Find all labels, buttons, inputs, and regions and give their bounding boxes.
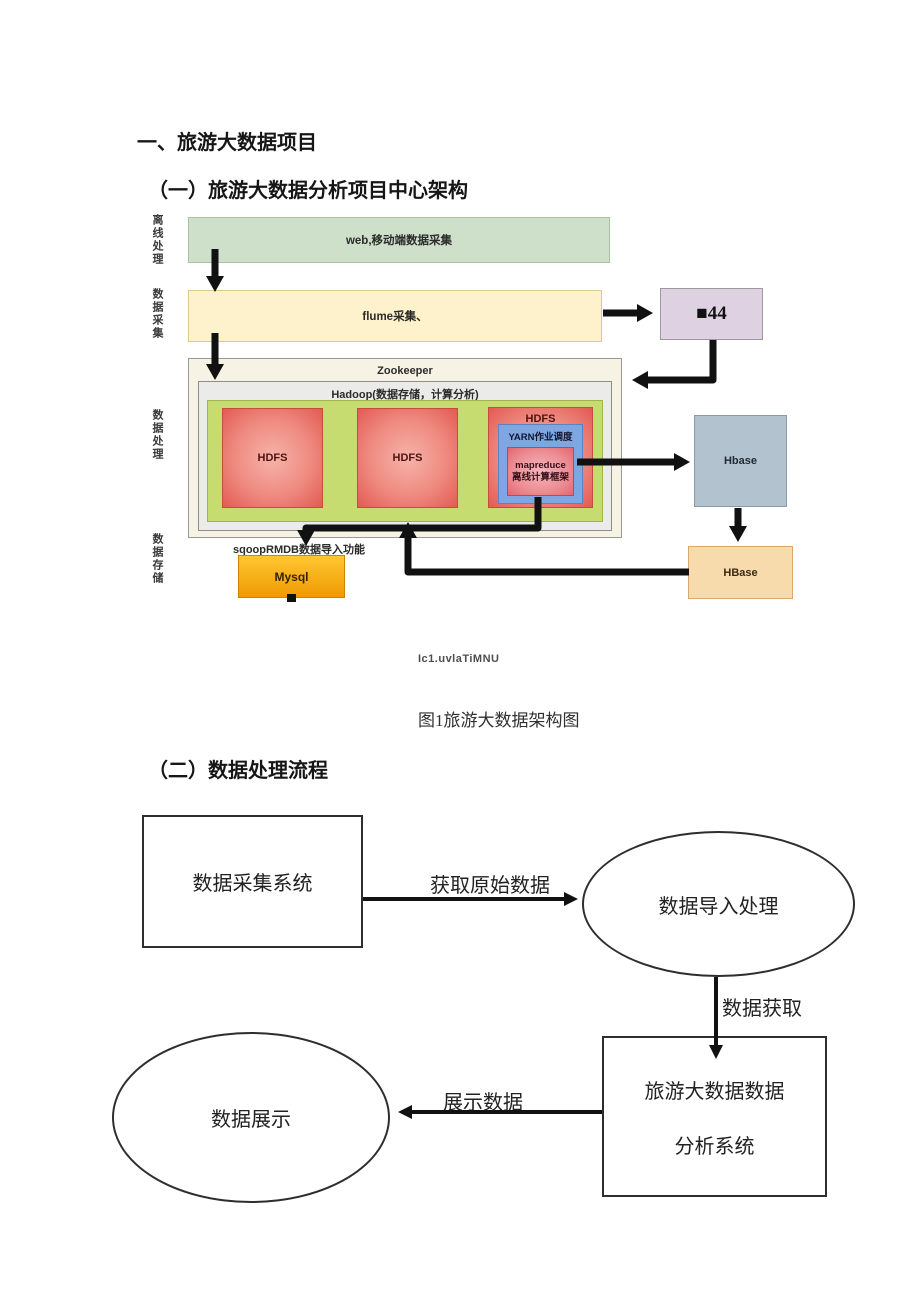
flow-collect-system-box: 数据采集系统 xyxy=(142,815,363,948)
subsection-heading-architecture: （一）旅游大数据分析项目中心架构 xyxy=(148,180,468,202)
row-label-offline-processing: 离线处理 xyxy=(151,214,163,266)
row-label-data-storage: 数据存储 xyxy=(151,533,163,585)
hdfs-node-1: HDFS xyxy=(222,408,323,508)
flow-display-ellipse: 数据展示 xyxy=(112,1032,390,1203)
flow-analysis-system-box: 旅游大数据数据 分析系统 xyxy=(602,1036,827,1197)
flume-box: flume采集、 xyxy=(188,290,602,342)
subsection-heading-dataflow: （二）数据处理流程 xyxy=(148,760,328,782)
mapreduce-line2: 离线计算框架 xyxy=(511,471,569,483)
arrow-queue-to-zookeeper xyxy=(632,340,717,389)
flow-arrow-label-show: 展示数据 xyxy=(443,1092,523,1114)
row-label-data-collection: 数据采集 xyxy=(151,288,163,340)
mysql-box: Mysql xyxy=(238,555,345,598)
queue-box: ■44 xyxy=(660,288,763,340)
hdfs-node-2: HDFS xyxy=(357,408,458,508)
mapreduce-line1: mapreduce xyxy=(515,459,566,471)
figure1-caption: 图1旅游大数据架构图 xyxy=(418,711,580,730)
flow-arrow-label-get-data: 数据获取 xyxy=(722,998,802,1020)
mapreduce-box: mapreduce 离线计算框架 xyxy=(507,447,574,496)
figure1-subcaption: Ic1.uvlaTiMNU xyxy=(418,653,500,665)
flow-arrow-label-get-raw: 获取原始数据 xyxy=(430,875,550,897)
flow-analysis-line1: 旅游大数据数据 xyxy=(644,1080,785,1103)
sqoop-import-label: sqoopRMDB数据导入功能 xyxy=(233,544,365,556)
arrow-hbase-storage-to-hadoop xyxy=(399,522,689,576)
hbase-box: Hbase xyxy=(694,415,787,507)
hbase-storage-box: HBase xyxy=(688,546,793,599)
flow-import-ellipse: 数据导入处理 xyxy=(582,831,855,977)
flow-analysis-line2: 分析系统 xyxy=(674,1135,755,1158)
web-collection-box: web,移动端数据采集 xyxy=(188,217,610,263)
row-label-data-processing: 数据处理 xyxy=(151,409,163,461)
section-heading: 一、旅游大数据项目 xyxy=(137,132,317,154)
